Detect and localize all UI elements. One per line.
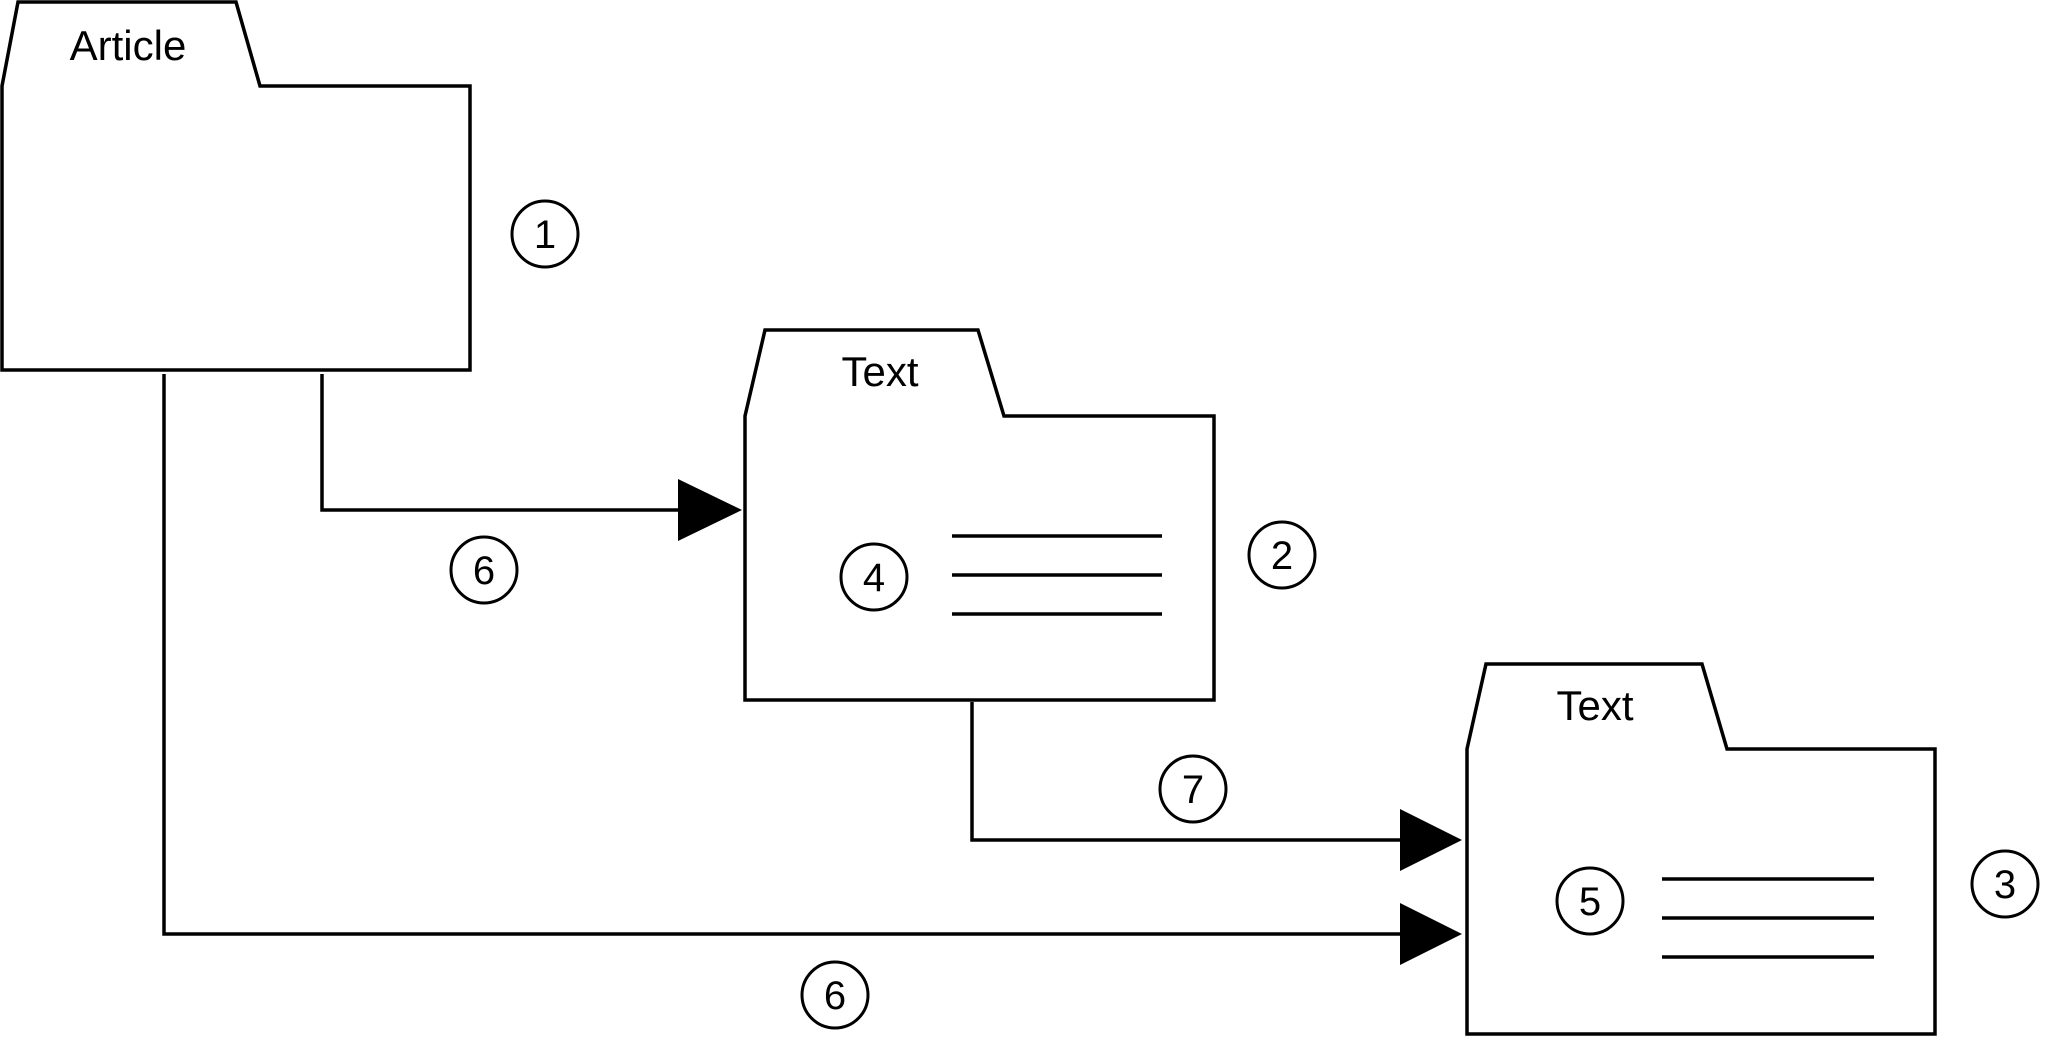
connector-article-to-text-2 xyxy=(162,374,1462,965)
article-folder-label: Article xyxy=(70,22,187,69)
arrowhead xyxy=(1400,809,1462,871)
connector-article-to-text-1-callout: 6 xyxy=(449,535,519,605)
article-folder: Article xyxy=(0,0,472,372)
svg-text:1: 1 xyxy=(534,213,556,257)
text-folder-2: Text xyxy=(1465,662,1937,1036)
svg-text:5: 5 xyxy=(1579,880,1601,924)
connector-text-1-to-text-2 xyxy=(970,702,1462,871)
svg-text:7: 7 xyxy=(1182,768,1204,812)
article-callout: 1 xyxy=(510,199,580,269)
text-folder-2-label: Text xyxy=(1556,682,1633,729)
text-folder-2-inner-callout: 5 xyxy=(1555,866,1625,936)
connector-text-1-to-text-2-callout: 7 xyxy=(1158,754,1228,824)
text-folder-1-shape xyxy=(743,328,1216,702)
text-folder-1-callout: 2 xyxy=(1247,520,1317,590)
text-folder-1: Text xyxy=(743,328,1216,702)
svg-text:4: 4 xyxy=(863,556,885,600)
svg-text:6: 6 xyxy=(473,549,495,593)
text-folder-2-callout: 3 xyxy=(1970,849,2040,919)
text-folder-2-shape xyxy=(1465,662,1937,1036)
arrowhead xyxy=(678,479,742,541)
svg-text:2: 2 xyxy=(1271,534,1293,578)
connector-article-to-text-1 xyxy=(320,374,742,541)
svg-text:3: 3 xyxy=(1994,863,2016,907)
text-folder-1-label: Text xyxy=(841,348,918,395)
text-folder-1-inner-callout: 4 xyxy=(839,542,909,612)
article-folder-shape xyxy=(0,0,472,372)
svg-text:6: 6 xyxy=(824,974,846,1018)
arrowhead xyxy=(1400,903,1462,965)
connector-article-to-text-2-callout: 6 xyxy=(800,960,870,1030)
